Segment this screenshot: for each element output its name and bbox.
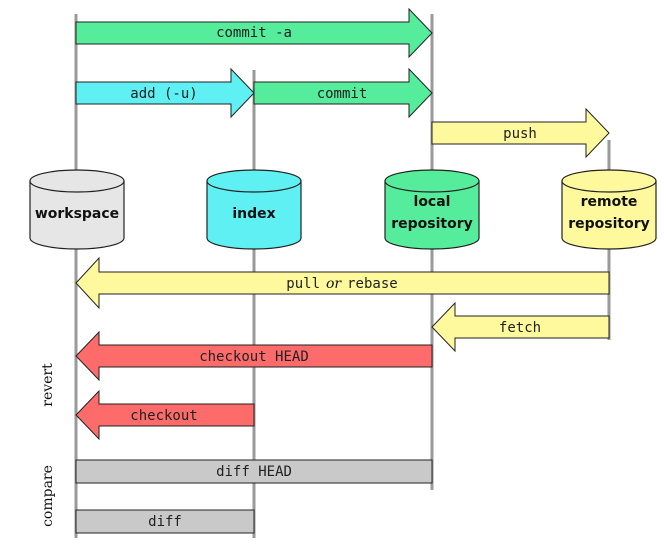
diff-bar: diff <box>75 509 255 534</box>
checkout-head-label: checkout HEAD <box>199 349 309 365</box>
diff-label: diff <box>148 514 182 530</box>
rebase-word: rebase <box>347 276 398 292</box>
workspace-label: workspace <box>35 206 119 222</box>
remote-repository-label-line2: repository <box>568 216 650 232</box>
revert-side-label: revert <box>40 363 56 407</box>
diff-head-bar: diff HEAD <box>75 459 433 484</box>
checkout-label: checkout <box>130 408 197 424</box>
local-repository-label-line2: repository <box>391 216 473 232</box>
local-repository-label-line1: local <box>414 194 451 210</box>
fetch-label: fetch <box>499 320 541 336</box>
pull-word: pull <box>286 276 320 292</box>
add-u-arrow: add (-u) <box>75 67 255 119</box>
commit-a-label: commit -a <box>216 25 292 41</box>
fetch-arrow: fetch <box>431 301 610 353</box>
push-label: push <box>503 126 537 142</box>
compare-side-label: compare <box>40 465 56 527</box>
checkout-head-arrow: checkout HEAD <box>75 330 433 382</box>
checkout-arrow: checkout <box>75 389 255 441</box>
workspace-store: workspace <box>29 169 125 250</box>
commit-arrow: commit <box>253 67 433 119</box>
index-label: index <box>232 206 275 222</box>
commit-a-arrow: commit -a <box>75 7 433 59</box>
local-repository-store: local repository <box>384 169 480 250</box>
push-arrow: push <box>431 107 610 159</box>
index-store: index <box>206 169 302 250</box>
remote-repository-store: remote repository <box>561 169 657 250</box>
diff-head-label: diff HEAD <box>216 464 292 480</box>
commit-label: commit <box>317 86 368 102</box>
remote-repository-label-line1: remote <box>581 194 638 210</box>
or-word: or <box>326 276 342 292</box>
add-u-label: add (-u) <box>130 86 197 102</box>
